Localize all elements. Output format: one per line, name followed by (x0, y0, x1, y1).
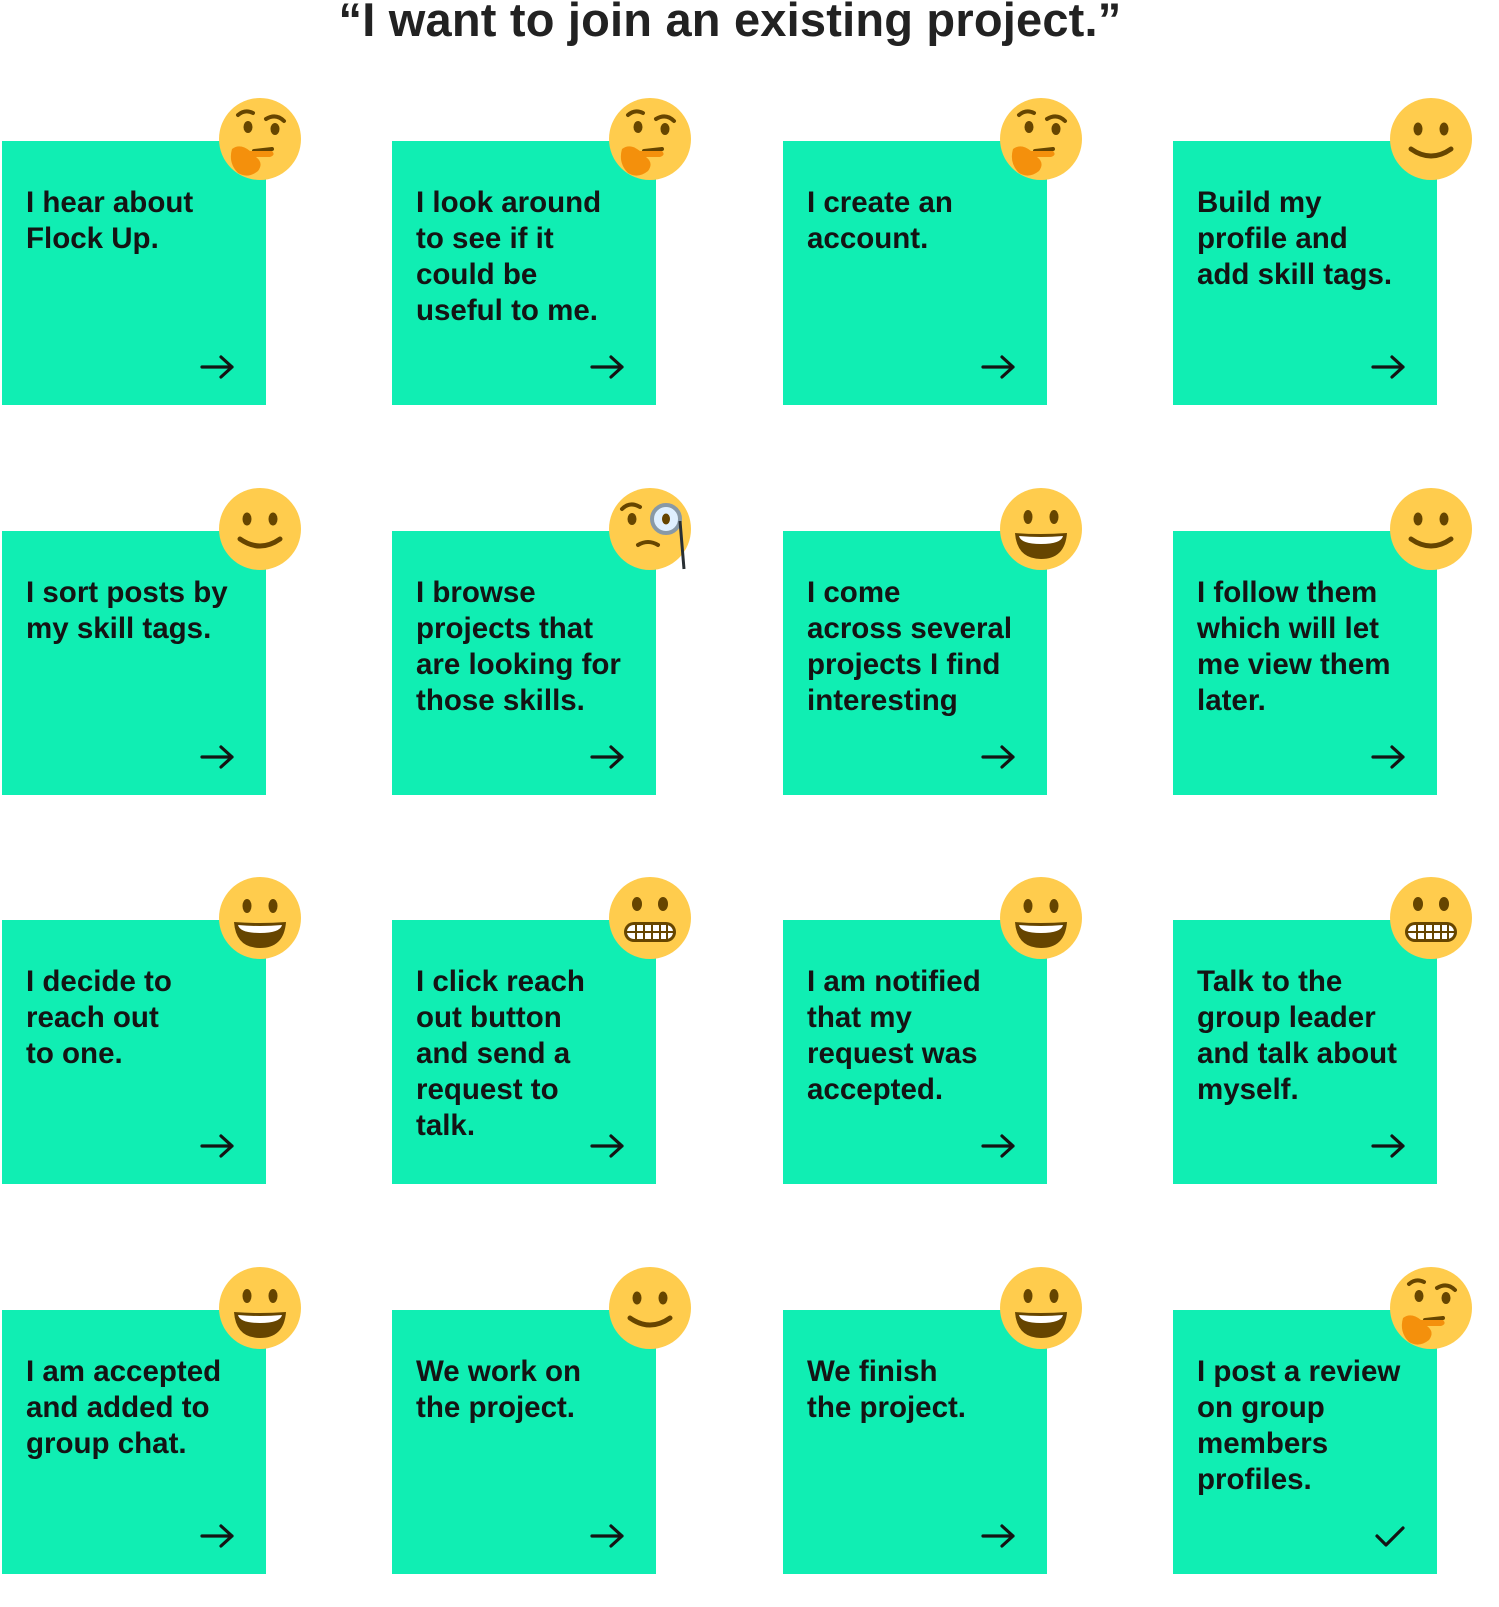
journey-step-card: I post a review on group members profile… (1173, 1310, 1437, 1574)
smiling-face-icon (218, 487, 302, 571)
step-text: Build my profile and add skill tags. (1197, 186, 1393, 291)
arrow-right-icon (979, 1520, 1019, 1552)
arrow-right-icon (979, 351, 1019, 383)
page-title: “I want to join an existing project.” (338, 0, 1122, 46)
journey-step-card: I create an account. (783, 141, 1047, 405)
journey-step-card: I sort posts by my skill tags. (2, 531, 266, 795)
arrow-right-icon (1369, 741, 1409, 773)
arrow-right-icon (198, 1520, 238, 1552)
thinking-face-icon (608, 97, 692, 181)
arrow-right-icon (198, 741, 238, 773)
thinking-face-icon (218, 97, 302, 181)
step-text: I look around to see if it could be usef… (416, 186, 602, 327)
thinking-face-icon (1389, 1266, 1473, 1350)
journey-step-card: I click reach out button and send a requ… (392, 920, 656, 1184)
journey-step-card: I come across several projects I find in… (783, 531, 1047, 795)
step-text: I come across several projects I find in… (807, 576, 1013, 717)
journey-step-card: We finish the project. (783, 1310, 1047, 1574)
journey-step-card: I look around to see if it could be usef… (392, 141, 656, 405)
grimacing-face-icon (608, 876, 692, 960)
smiling-face-icon (1389, 487, 1473, 571)
arrow-right-icon (979, 1130, 1019, 1162)
step-text: I follow them which will let me view the… (1197, 576, 1391, 717)
arrow-right-icon (588, 351, 628, 383)
checkmark-icon (1369, 1520, 1409, 1552)
step-text: I am notified that my request was accept… (807, 965, 981, 1106)
journey-step-card: I browse projects that are looking for t… (392, 531, 656, 795)
grinning-face-icon (218, 876, 302, 960)
arrow-right-icon (198, 1130, 238, 1162)
arrow-right-icon (1369, 351, 1409, 383)
arrow-right-icon (588, 1130, 628, 1162)
journey-step-card: Talk to the group leader and talk about … (1173, 920, 1437, 1184)
step-text: We finish the project. (807, 1355, 966, 1424)
journey-step-card: I am accepted and added to group chat. (2, 1310, 266, 1574)
step-text: I create an account. (807, 186, 953, 255)
step-text: I click reach out button and send a requ… (416, 965, 585, 1142)
step-text: I hear about Flock Up. (26, 186, 194, 255)
grimacing-face-icon (1389, 876, 1473, 960)
arrow-right-icon (979, 741, 1019, 773)
arrow-right-icon (198, 351, 238, 383)
journey-step-card: We work on the project. (392, 1310, 656, 1574)
step-text: I sort posts by my skill tags. (26, 576, 228, 645)
thinking-face-icon (999, 97, 1083, 181)
grinning-face-icon (999, 1266, 1083, 1350)
step-text: Talk to the group leader and talk about … (1197, 965, 1397, 1106)
arrow-right-icon (588, 741, 628, 773)
journey-step-card: Build my profile and add skill tags. (1173, 141, 1437, 405)
smiling-face-icon (1389, 97, 1473, 181)
grinning-face-icon (218, 1266, 302, 1350)
journey-step-card: I hear about Flock Up. (2, 141, 266, 405)
monocle-face-icon (608, 487, 692, 571)
smiling-face-icon (608, 1266, 692, 1350)
step-text: I browse projects that are looking for t… (416, 576, 621, 717)
step-text: I am accepted and added to group chat. (26, 1355, 222, 1460)
step-text: We work on the project. (416, 1355, 582, 1424)
journey-step-card: I am notified that my request was accept… (783, 920, 1047, 1184)
arrow-right-icon (588, 1520, 628, 1552)
journey-step-card: I decide to reach out to one. (2, 920, 266, 1184)
arrow-right-icon (1369, 1130, 1409, 1162)
journey-step-card: I follow them which will let me view the… (1173, 531, 1437, 795)
step-text: I decide to reach out to one. (26, 965, 172, 1070)
grinning-face-icon (999, 876, 1083, 960)
step-text: I post a review on group members profile… (1197, 1355, 1401, 1496)
grinning-face-icon (999, 487, 1083, 571)
